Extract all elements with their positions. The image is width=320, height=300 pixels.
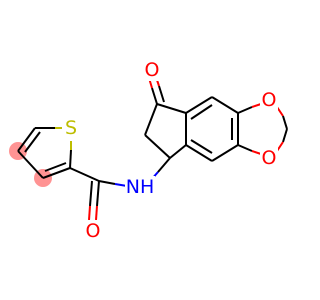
bond-ketone bbox=[151, 87, 158, 105]
bond-c5-c4-double bbox=[24, 131, 41, 153]
bond-amide-co bbox=[96, 180, 100, 207]
bond-ketone-double bbox=[158, 85, 165, 103]
bond-c3-c3a bbox=[156, 103, 187, 114]
bond-c7-c7a-double bbox=[190, 139, 213, 154]
indanone-ring bbox=[144, 76, 187, 159]
bond-ch2-o-bottom bbox=[282, 128, 288, 143]
bond-c6-o-bottom bbox=[237, 144, 253, 152]
amide-nitrogen-label: NH bbox=[126, 176, 155, 198]
amide-group bbox=[69, 157, 171, 221]
bond-c2-carbonyl bbox=[69, 167, 100, 182]
bond-c5-o-top bbox=[237, 106, 253, 114]
bond-c5-c4 bbox=[17, 127, 36, 152]
bond-amide-co-double bbox=[89, 180, 93, 207]
bond-c4-c5 bbox=[211, 96, 239, 114]
bond-c6-o-bottom-red bbox=[251, 150, 262, 155]
bond-c4-c3 bbox=[17, 150, 44, 179]
atom-label-amide-o: O bbox=[84, 220, 102, 242]
dioxole-oxygen-bottom-label: O bbox=[262, 147, 277, 169]
bond-c6-c7 bbox=[211, 144, 239, 162]
structure-canvas: O O O S NH O bbox=[9, 59, 288, 242]
amide-oxygen-label: O bbox=[86, 220, 101, 242]
bond-carbonyl-n bbox=[98, 180, 116, 185]
bond-c3a-c4-double bbox=[190, 104, 213, 120]
atom-label-amide-n: NH bbox=[125, 176, 155, 198]
bond-amide-co-double-red bbox=[88, 205, 91, 221]
bond-o-top-ch2 bbox=[282, 115, 288, 130]
bond-amide-co-red bbox=[95, 205, 98, 221]
bond-c1-c7a bbox=[169, 144, 187, 159]
carbonyl-oxygen-label: O bbox=[145, 59, 160, 81]
bond-c3a-c4 bbox=[185, 96, 213, 114]
bond-c1-c2ring bbox=[144, 134, 171, 159]
bond-c3-c2 bbox=[42, 167, 71, 179]
atom-label-dioxole-o-bottom: O bbox=[260, 147, 278, 169]
bond-c2-s bbox=[69, 149, 72, 169]
bond-c2ring-c3 bbox=[144, 103, 158, 136]
molecule-structure: O O O S NH O bbox=[9, 59, 288, 242]
bond-n-c1 bbox=[157, 157, 171, 173]
bond-c7-c7a bbox=[185, 144, 213, 162]
bond-c3-c2-double bbox=[44, 162, 67, 172]
benzene-ring bbox=[185, 96, 239, 162]
atom-label-dioxole-o-top: O bbox=[260, 89, 278, 111]
atom-label-thiophene-s: S bbox=[62, 117, 80, 140]
atom-label-carbonyl-o: O bbox=[143, 59, 161, 81]
dioxole-oxygen-top-label: O bbox=[262, 89, 277, 111]
bond-c5-o-top-red bbox=[251, 103, 262, 108]
thiophene-sulfur-label: S bbox=[65, 117, 77, 139]
